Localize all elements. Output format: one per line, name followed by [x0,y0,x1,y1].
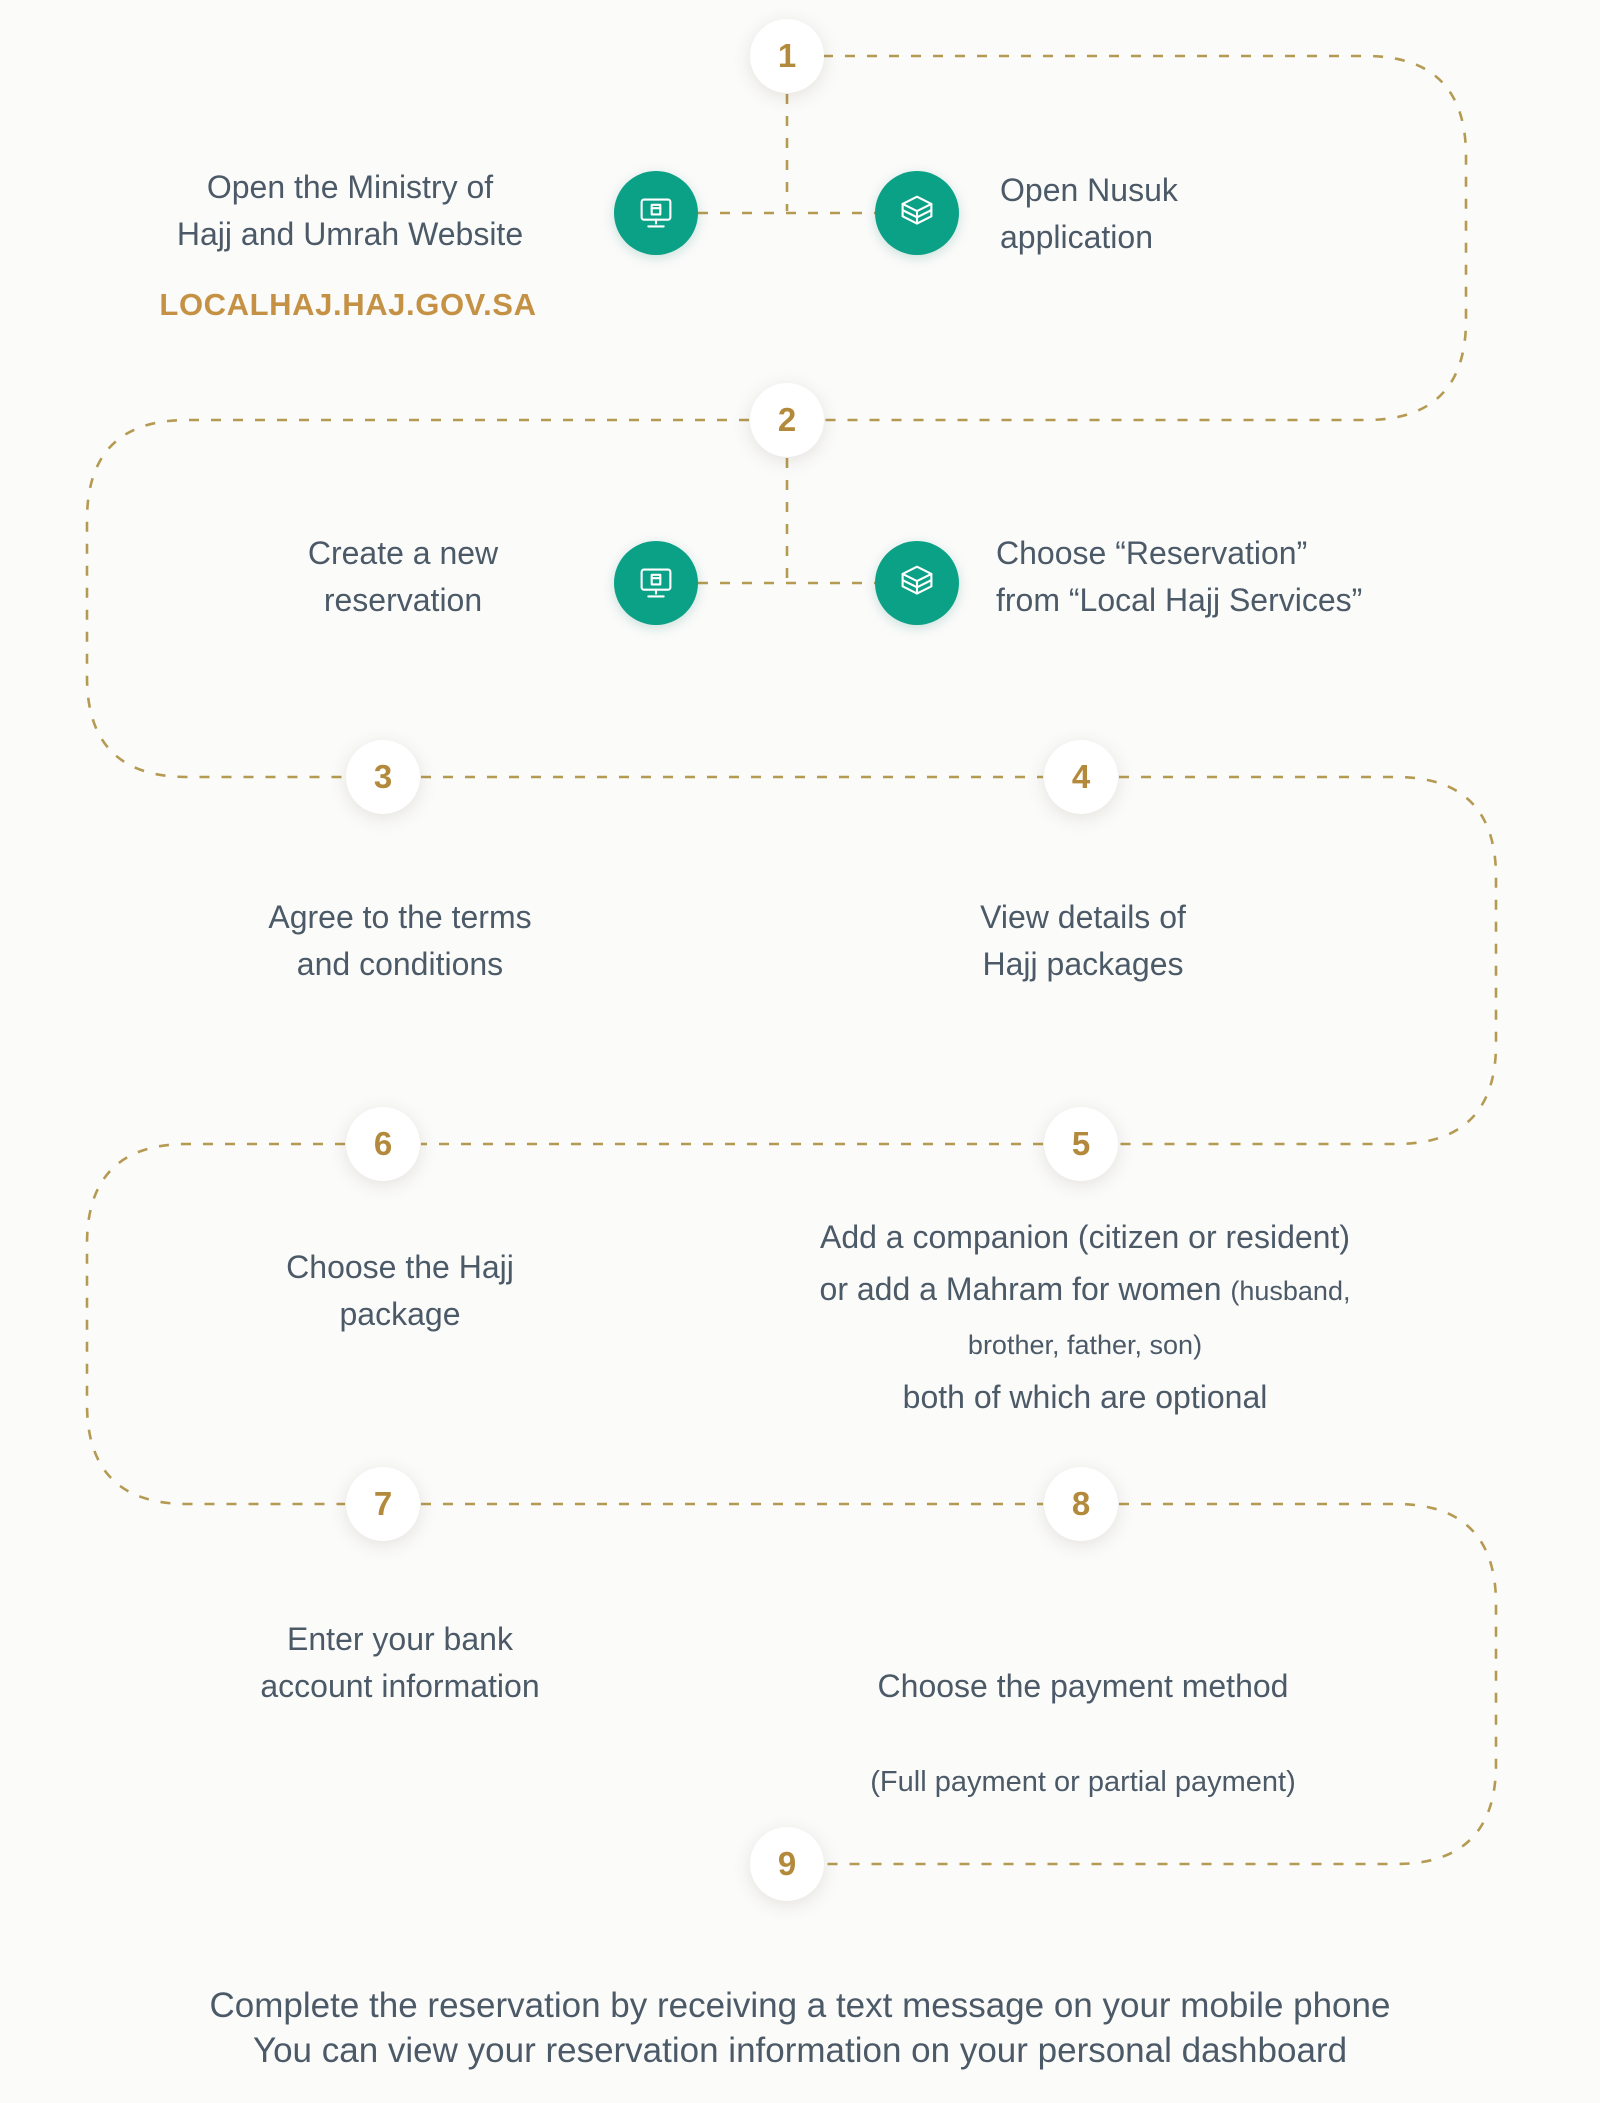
step-5-line3-small: brother, father, son) [967,1330,1203,1360]
step-2-app-text: Choose “Reservation” from “Local Hajj Se… [996,535,1363,618]
step-1-number-circle: 1 [750,19,824,93]
step-2-number-circle: 2 [750,383,824,457]
step-1-number: 1 [777,37,797,74]
step-3-number-circle: 3 [346,740,420,814]
step-5-line4: both of which are optional [902,1379,1268,1415]
step-9-number-circle: 9 [750,1827,824,1901]
step-8-main: Choose the payment method [877,1668,1289,1704]
step-3-number: 3 [373,758,393,795]
step-8-text: Choose the payment method (Full payment … [870,1616,1296,1806]
step-1-website-url: LOCALHAJ.HAJ.GOV.SA [159,287,537,322]
step-8-sub: (Full payment or partial payment) [870,1766,1296,1798]
website-monitor-icon [614,171,698,255]
step-8-number-circle: 8 [1044,1467,1118,1541]
website-monitor-icon [614,541,698,625]
nusuk-app-icon [875,541,959,625]
step-3-text: Agree to the terms and conditions [268,899,532,982]
step-4-number-circle: 4 [1044,740,1118,814]
step-7-text: Enter your bank account information [260,1621,540,1704]
step-5-text: Add a companion (citizen or resident) or… [690,1211,1480,1423]
nusuk-app-icon [875,171,959,255]
step-5-line1: Add a companion (citizen or resident) [819,1219,1351,1255]
step-5-line2: or add a Mahram for women [819,1271,1222,1307]
step-8-number: 8 [1071,1485,1091,1522]
step-9-text: Complete the reservation by receiving a … [209,1986,1391,2070]
step-7-number-circle: 7 [346,1467,420,1541]
step-2-number: 2 [777,401,797,438]
step-5-number-circle: 5 [1044,1107,1118,1181]
step-6-number-circle: 6 [346,1107,420,1181]
step-6-text: Choose the Hajj package [286,1249,514,1332]
step-7-number: 7 [373,1485,393,1522]
step-6-number: 6 [373,1125,393,1162]
step-2-website-text: Create a new reservation [307,535,499,618]
step-5-number: 5 [1071,1125,1091,1162]
step-1-app-text: Open Nusuk application [1000,172,1178,255]
step-4-number: 4 [1071,758,1091,795]
step-4-text: View details of Hajj packages [980,899,1186,982]
step-1-website-text: Open the Ministry of Hajj and Umrah Webs… [176,169,524,252]
step-9-number: 9 [777,1845,797,1882]
step-5-line2-small: (husband, [1230,1276,1351,1306]
